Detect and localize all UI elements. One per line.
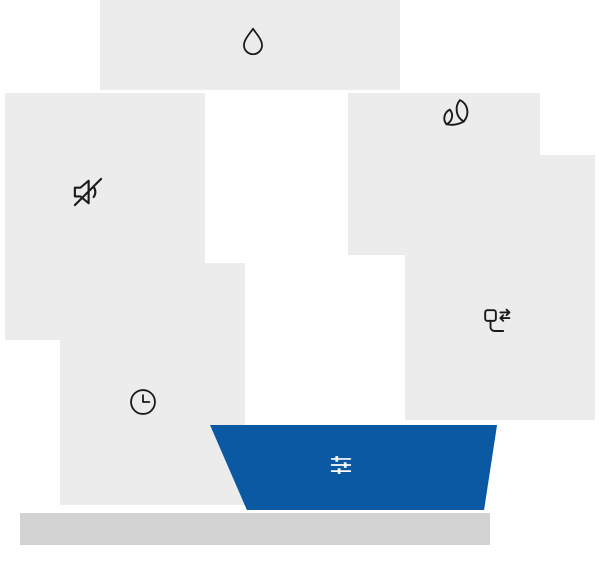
- clock-icon: [130, 389, 156, 415]
- tile-water[interactable]: [100, 0, 400, 90]
- bottom-bar: [20, 513, 490, 545]
- leaf-icon: [443, 99, 469, 126]
- sliders-icon: [330, 456, 352, 474]
- water-drop-icon: [243, 27, 263, 56]
- tile-settings[interactable]: [210, 425, 498, 510]
- tile-power[interactable]: [405, 155, 595, 420]
- speaker-mute-icon: [73, 177, 103, 207]
- tile-time[interactable]: [60, 263, 245, 505]
- plug-swap-icon: [484, 308, 511, 332]
